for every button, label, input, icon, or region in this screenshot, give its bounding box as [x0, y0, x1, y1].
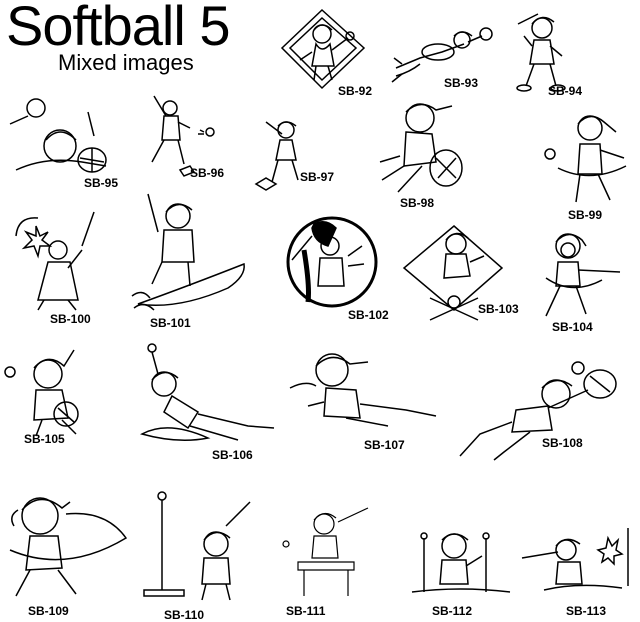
page-subtitle: Mixed images	[58, 50, 194, 75]
clip-sb-107[interactable]: SB-107	[286, 346, 442, 454]
clip-sb-96[interactable]: SB-96	[140, 90, 232, 182]
clip-label: SB-107	[364, 438, 405, 452]
clip-label: SB-99	[568, 208, 603, 222]
clip-label: SB-105	[24, 432, 65, 446]
clip-sb-92[interactable]: SB-92	[278, 8, 378, 98]
clip-sb-104[interactable]: SB-104	[532, 230, 636, 336]
clip-label: SB-104	[552, 320, 593, 334]
clip-sb-109-drawing	[6, 480, 132, 620]
clip-sb-98-drawing	[376, 96, 486, 210]
clip-sb-109[interactable]: SB-109	[6, 480, 132, 620]
clip-sb-98[interactable]: SB-98	[376, 96, 486, 210]
clip-label: SB-95	[84, 176, 119, 190]
clip-sb-95[interactable]: SB-95	[6, 96, 130, 192]
clip-label: SB-97	[300, 170, 335, 184]
clip-sb-100[interactable]: SB-100	[8, 206, 112, 326]
clip-sb-96-drawing	[140, 90, 232, 182]
clip-label: SB-110	[164, 608, 205, 622]
clip-sb-110-drawing	[140, 490, 264, 622]
clip-label: SB-92	[338, 84, 373, 98]
clip-label: SB-100	[50, 312, 91, 326]
clip-sb-103[interactable]: SB-103	[398, 216, 522, 326]
clip-sb-99-drawing	[540, 104, 636, 222]
clip-sb-99[interactable]: SB-99	[540, 104, 636, 222]
clip-sb-100-drawing	[8, 206, 112, 326]
clip-sb-111-drawing	[276, 500, 386, 620]
clip-sb-113[interactable]: SB-113	[518, 520, 636, 620]
clip-label: SB-108	[542, 436, 583, 450]
clip-sb-94-drawing	[510, 6, 590, 98]
clip-sb-110[interactable]: SB-110	[140, 490, 264, 622]
clip-sb-97[interactable]: SB-97	[250, 108, 340, 198]
clip-label: SB-113	[566, 604, 607, 618]
clip-label: SB-103	[478, 302, 519, 316]
clip-sb-101[interactable]: SB-101	[128, 192, 250, 330]
clip-label: SB-96	[190, 166, 225, 180]
clip-sb-95-drawing	[6, 96, 130, 192]
clip-sb-108-drawing	[450, 356, 636, 468]
clip-sb-104-drawing	[532, 230, 636, 336]
clip-label: SB-112	[432, 604, 473, 618]
clip-sb-93[interactable]: SB-93	[390, 18, 500, 94]
clip-sb-106-drawing	[118, 342, 284, 464]
clip-sb-113-drawing	[518, 520, 636, 620]
clip-sb-108[interactable]: SB-108	[450, 356, 636, 468]
clip-label: SB-98	[400, 196, 435, 210]
clip-sb-93-drawing	[390, 18, 500, 94]
clip-label: SB-102	[348, 308, 389, 322]
clip-sb-105[interactable]: SB-105	[2, 338, 106, 448]
clip-label: SB-109	[28, 604, 69, 618]
clip-sb-103-drawing	[398, 216, 522, 326]
clip-sb-94[interactable]: SB-94	[510, 6, 590, 98]
page-title: Softball 5	[6, 0, 230, 57]
clip-sb-111[interactable]: SB-111	[276, 500, 386, 620]
clip-label: SB-101	[150, 316, 191, 330]
clip-sb-97-drawing	[250, 108, 340, 198]
clip-sb-92-drawing	[278, 8, 378, 98]
clip-sb-102[interactable]: SB-102	[284, 216, 394, 324]
clip-sb-112[interactable]: SB-112	[410, 512, 514, 620]
clip-label: SB-94	[548, 84, 583, 98]
clip-sb-112-drawing	[410, 512, 514, 620]
clip-label: SB-111	[286, 604, 326, 618]
clip-sb-101-drawing	[128, 192, 250, 330]
clip-label: SB-93	[444, 76, 479, 90]
clip-sb-105-drawing	[2, 338, 106, 448]
clip-label: SB-106	[212, 448, 253, 462]
clip-sb-106[interactable]: SB-106	[118, 342, 284, 464]
clip-sb-102-drawing	[284, 216, 394, 324]
clip-sb-107-drawing	[286, 346, 442, 454]
